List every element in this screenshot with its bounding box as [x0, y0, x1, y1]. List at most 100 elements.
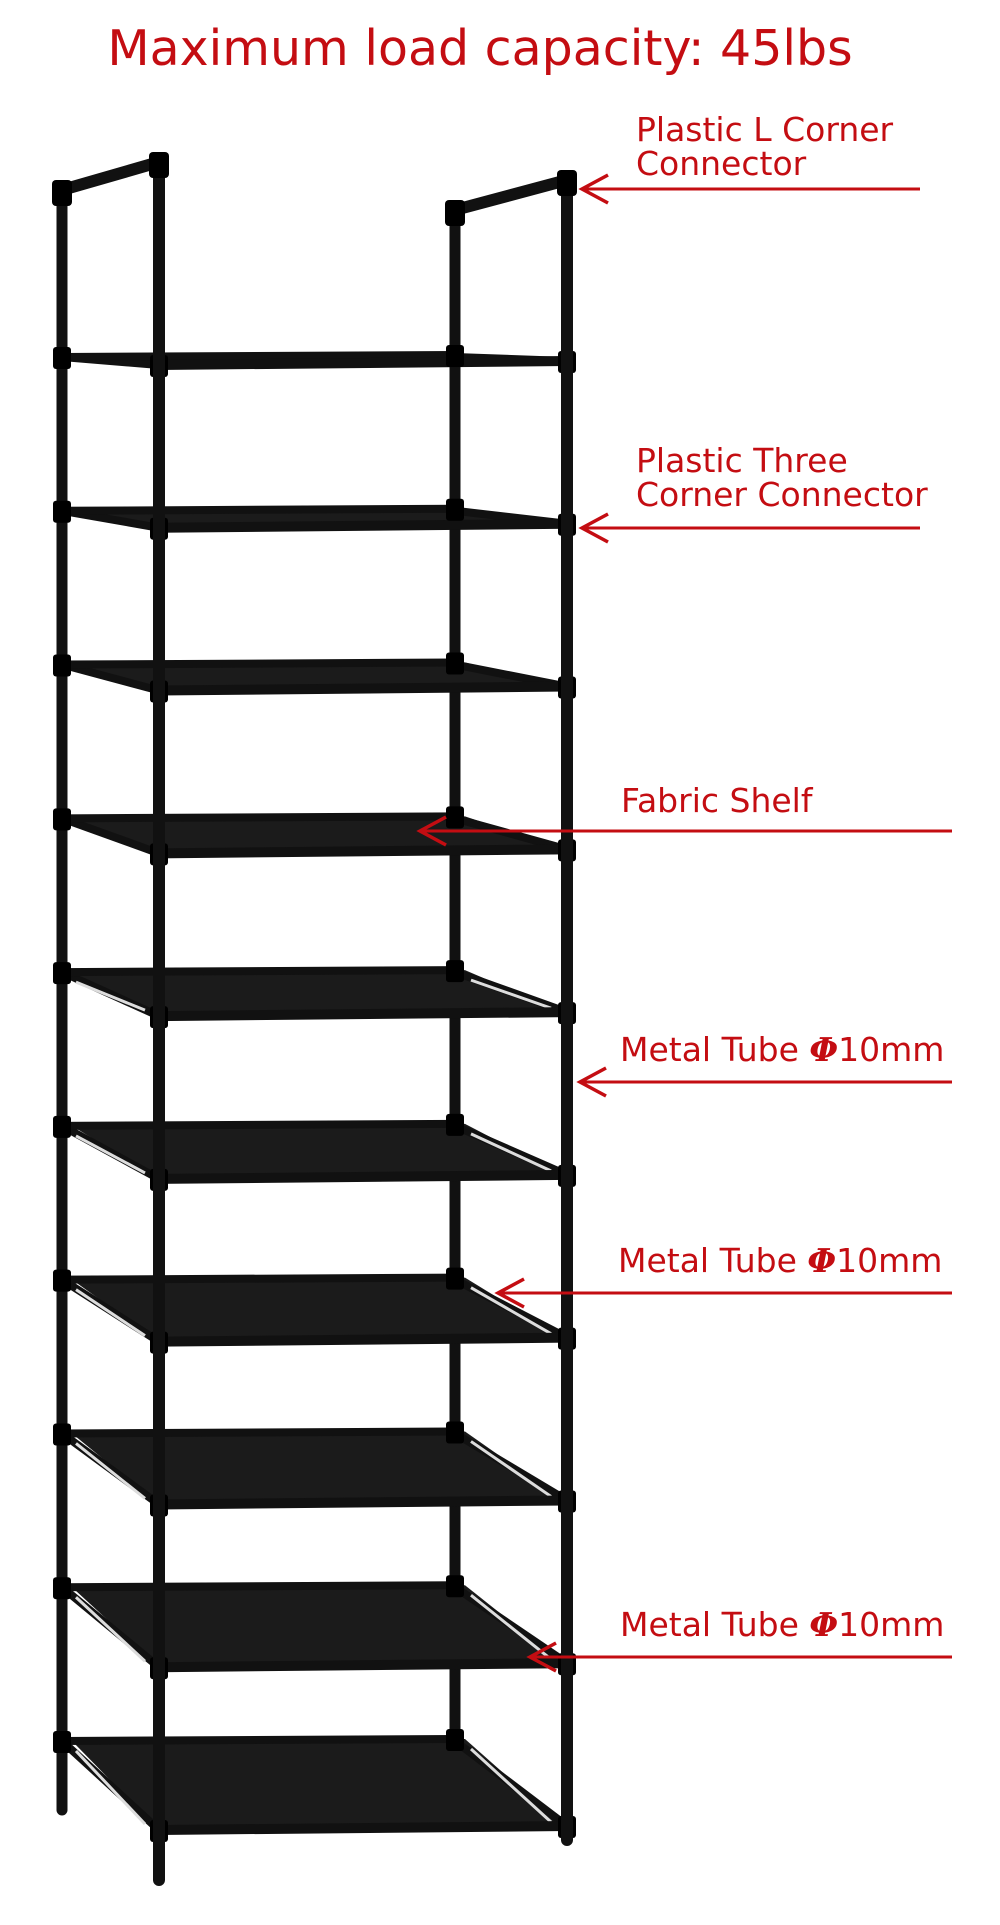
front-tube — [158, 681, 568, 696]
l-corner-connector — [557, 170, 577, 196]
callout-three-corner-line2: Corner Connector — [636, 475, 928, 514]
l-corner-connector — [52, 180, 72, 206]
corner-connector — [446, 1575, 464, 1598]
callout-l-corner-connector: Plastic L Corner Connector — [636, 112, 893, 182]
back-tube — [61, 351, 456, 361]
callout-three-corner-connector: Plastic Three Corner Connector — [636, 443, 928, 513]
diameter-symbol: Φ — [809, 1030, 839, 1069]
rack-front-frame — [52, 152, 577, 1886]
back-tube — [61, 504, 456, 515]
side-tube-left — [60, 814, 161, 858]
arrow-head-icon — [494, 1277, 525, 1309]
callout-metal-tube-3: Metal Tube Φ10mm — [620, 1607, 944, 1643]
corner-connector — [446, 345, 464, 367]
front-tube — [158, 1495, 568, 1510]
back-tube — [61, 1581, 456, 1592]
corner-connector — [53, 1731, 71, 1753]
corner-connector — [446, 498, 464, 521]
back-tube — [61, 966, 456, 977]
corner-connector — [53, 1577, 71, 1600]
front-tube — [158, 1169, 568, 1184]
front-tube — [158, 1332, 568, 1347]
corner-connector — [53, 962, 71, 985]
corner-connector — [446, 806, 464, 829]
corner-connector — [446, 1421, 464, 1444]
side-tube-right — [453, 968, 569, 1016]
arrow-metal-tube-2 — [494, 1277, 952, 1309]
callout-metal-tube-2: Metal Tube Φ10mm — [618, 1243, 942, 1279]
tube-highlight-left — [74, 1749, 147, 1826]
page-title: Maximum load capacity: 45lbs — [107, 20, 853, 77]
l-corner-connector — [445, 200, 465, 226]
arrow-head-icon — [576, 1066, 607, 1098]
tube-highlight-right — [469, 1747, 553, 1824]
tube-highlight-right — [470, 1132, 552, 1173]
arrow-head-icon — [578, 512, 609, 544]
corner-connector — [53, 1423, 71, 1446]
front-tube — [158, 1658, 568, 1673]
tube-highlight-right — [470, 1440, 552, 1498]
callout-l-corner-line1: Plastic L Corner — [636, 110, 894, 149]
callout-metal-tube-1-prefix: Metal Tube — [620, 1030, 810, 1069]
callout-metal-tube-2-prefix: Metal Tube — [618, 1241, 808, 1280]
corner-connector — [53, 500, 71, 523]
corner-connector — [446, 1267, 464, 1290]
callout-fabric-shelf-label: Fabric Shelf — [621, 781, 813, 820]
callout-metal-tube-1-size: 10mm — [838, 1030, 945, 1069]
top-handle-right — [449, 174, 573, 216]
front-tube — [158, 518, 568, 533]
front-tube — [158, 1821, 568, 1835]
corner-connector — [446, 960, 464, 983]
tube-highlight-left — [74, 1596, 147, 1663]
callout-l-corner-line2: Connector — [636, 144, 807, 183]
arrow-fabric-shelf — [416, 815, 952, 847]
corner-connector — [53, 347, 71, 369]
corner-connector — [446, 1729, 464, 1751]
callout-metal-tube-3-prefix: Metal Tube — [620, 1605, 810, 1644]
fabric-shelf-panel — [72, 816, 563, 854]
fabric-shelf-panel — [72, 1277, 563, 1342]
callout-fabric-shelf: Fabric Shelf — [621, 783, 812, 819]
arrow-metal-tube-1 — [576, 1066, 952, 1098]
arrow-l-corner — [578, 173, 920, 205]
callout-three-corner-line1: Plastic Three — [636, 441, 848, 480]
corner-connector — [53, 1115, 71, 1138]
corner-connector — [446, 652, 464, 675]
front-tube — [158, 844, 568, 859]
arrow-head-icon — [416, 815, 447, 847]
front-tube — [158, 1007, 568, 1022]
tube-highlight-left — [75, 980, 146, 1012]
callout-metal-tube-1: Metal Tube Φ10mm — [620, 1032, 944, 1068]
corner-connector — [53, 654, 71, 677]
callout-metal-tube-3-size: 10mm — [838, 1605, 945, 1644]
fabric-shelf-panel — [72, 1431, 563, 1505]
back-tube — [61, 1735, 456, 1745]
arrow-metal-tube-3 — [526, 1641, 952, 1673]
fabric-shelf-panel — [72, 1739, 563, 1830]
back-tube — [61, 1427, 456, 1438]
tube-highlight-right — [470, 978, 552, 1010]
diameter-symbol: Φ — [807, 1241, 837, 1280]
tube-highlight-left — [75, 1134, 146, 1175]
diameter-symbol: Φ — [809, 1605, 839, 1644]
top-handle-left — [56, 156, 165, 196]
back-tube — [61, 658, 456, 669]
side-tube-left — [60, 660, 161, 695]
tube-highlight-left — [75, 1288, 146, 1337]
tube-highlight-right — [470, 1594, 552, 1661]
fabric-shelf-panel — [72, 1123, 563, 1179]
back-tube — [61, 812, 456, 823]
callout-metal-tube-2-size: 10mm — [836, 1241, 943, 1280]
back-tube — [61, 1273, 456, 1284]
l-corner-connector — [149, 152, 169, 178]
fabric-shelf-panel — [72, 1585, 563, 1668]
corner-connector — [446, 1113, 464, 1136]
side-tube-right — [453, 814, 569, 854]
arrow-three-corner — [578, 512, 920, 544]
arrow-head-icon — [578, 173, 609, 205]
corner-connector — [53, 808, 71, 831]
tube-highlight-right — [470, 1286, 552, 1335]
side-tube-right — [452, 1583, 570, 1667]
